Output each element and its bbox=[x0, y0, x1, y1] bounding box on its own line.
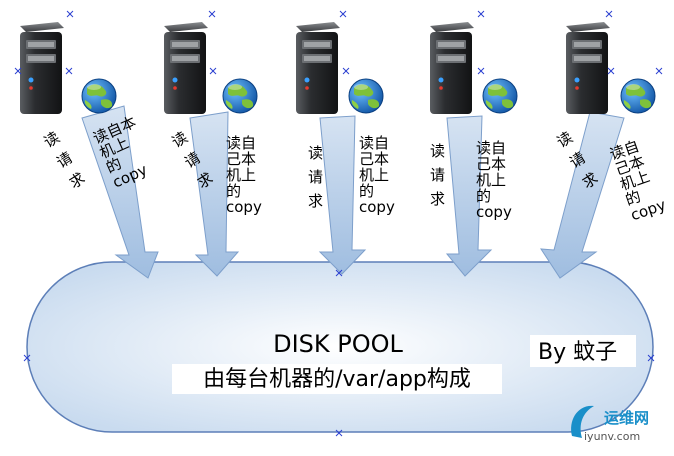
local-copy-line: 机上 bbox=[476, 171, 506, 189]
arrow-2 bbox=[189, 111, 240, 277]
watermark-logo-icon bbox=[571, 405, 594, 438]
local-copy-line: 的 bbox=[359, 182, 374, 200]
server-icon-4 bbox=[430, 22, 474, 114]
read-request-char: 求 bbox=[66, 169, 88, 192]
local-copy-line: 机上 bbox=[226, 166, 256, 184]
local-copy-line: 读自 bbox=[476, 139, 506, 157]
arrows-group bbox=[81, 105, 625, 279]
read-request-char: 读 bbox=[41, 128, 63, 151]
server-icon-2 bbox=[164, 22, 208, 114]
pool-title: DISK POOL bbox=[273, 330, 403, 358]
local-copy-line: 己本 bbox=[226, 150, 256, 168]
globe-icon-2 bbox=[222, 78, 258, 114]
local-copy-line: copy bbox=[359, 198, 395, 216]
local-copy-line: 的 bbox=[476, 187, 491, 205]
servers-group bbox=[20, 22, 656, 114]
read-request-char: 请 bbox=[308, 168, 323, 186]
local-copy-line: 的 bbox=[226, 182, 241, 200]
local-copy-line: 机上 bbox=[359, 166, 389, 184]
read-request-char: 求 bbox=[430, 190, 445, 208]
read-request-label-4: 读请求 bbox=[430, 142, 445, 208]
server-icon-3 bbox=[296, 22, 340, 114]
read-request-char: 读 bbox=[308, 144, 323, 162]
globe-icon-5 bbox=[620, 78, 656, 114]
local-copy-line: copy bbox=[476, 203, 512, 221]
read-request-label-3: 读请求 bbox=[308, 144, 323, 210]
read-request-char: 读 bbox=[554, 128, 576, 151]
author-label: By 蚊子 bbox=[538, 340, 617, 365]
watermark-site-cn: 运维网 bbox=[604, 409, 649, 427]
arrow-3 bbox=[318, 115, 367, 275]
local-copy-line: 己本 bbox=[359, 150, 389, 168]
local-copy-line: 读自 bbox=[359, 134, 389, 152]
read-request-char: 读 bbox=[430, 142, 445, 160]
pool-subtitle: 由每台机器的/var/app构成 bbox=[203, 367, 471, 392]
watermark-site-url: iyunv.com bbox=[584, 430, 640, 443]
read-request-char: 请 bbox=[53, 149, 75, 172]
server-icon-5 bbox=[566, 22, 610, 114]
arrow-5 bbox=[540, 111, 625, 279]
local-copy-line: copy bbox=[226, 198, 262, 216]
globe-icon-4 bbox=[482, 78, 518, 114]
local-copy-line: 己本 bbox=[476, 155, 506, 173]
selection-handles bbox=[14, 10, 663, 437]
local-copy-line: 的 bbox=[623, 187, 643, 209]
read-request-char: 求 bbox=[308, 192, 323, 210]
read-request-char: 请 bbox=[430, 166, 445, 184]
author-background bbox=[530, 335, 636, 367]
globe-icon-3 bbox=[348, 78, 384, 114]
arrow-1 bbox=[81, 105, 159, 279]
pool-subtitle-background bbox=[172, 364, 502, 394]
server-icon-1 bbox=[20, 22, 64, 114]
read-request-label-1: 读请求 bbox=[41, 128, 89, 192]
read-request-char: 读 bbox=[169, 128, 191, 151]
watermark: 运维网 iyunv.com bbox=[571, 405, 649, 443]
globe-icon-1 bbox=[81, 78, 117, 114]
arrow-4 bbox=[445, 115, 493, 277]
local-copy-line: 的 bbox=[103, 154, 124, 177]
local-copy-line: 读自 bbox=[226, 134, 256, 152]
